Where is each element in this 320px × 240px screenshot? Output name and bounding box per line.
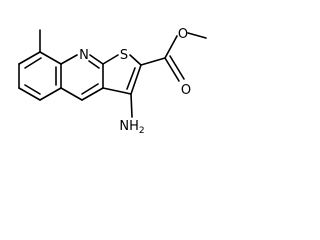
bond-c4-c4a	[60, 87, 83, 101]
bonds	[18, 29, 207, 118]
atom-labels: N S O O NH2	[79, 27, 191, 136]
bond-n-c9a	[89, 54, 104, 65]
bond-carbonyl-double-b	[169, 55, 185, 80]
bond-c6-c5-inner	[24, 84, 41, 95]
bond-ccarbonyl-o	[164, 35, 178, 59]
bond-c3-c3a	[102, 87, 132, 95]
bond-c8-c8a	[39, 51, 62, 65]
atom-amine-nitrogen: NH2	[119, 119, 144, 136]
bond-s-c2	[129, 54, 142, 66]
amine-n-text: NH	[119, 119, 139, 134]
bond-c6-c5	[18, 87, 41, 101]
bond-n-c9a-inner	[88, 60, 100, 69]
bond-c8a-n	[60, 54, 78, 65]
amine-subscript: 2	[139, 126, 145, 136]
bond-c2-c3	[130, 64, 142, 95]
bond-c3-nh2	[130, 93, 133, 118]
bond-c9a-s	[102, 54, 119, 65]
chemical-structure: N S O O NH2	[18, 27, 207, 136]
bond-c5-c4a	[39, 87, 62, 101]
bond-carbonyl-double-a	[164, 57, 180, 82]
bond-c2-ccarbonyl	[140, 57, 166, 66]
bond-c2-c3-inner	[126, 67, 136, 90]
atom-sulfur: S	[120, 48, 128, 63]
bond-c3a-c4	[81, 87, 104, 101]
bond-c3a-c4-inner	[81, 83, 99, 95]
bond-o-methyl	[187, 32, 207, 39]
atom-nitrogen-ring: N	[79, 48, 89, 63]
bond-c7-c7-inner	[24, 57, 42, 69]
bond-c8-c7	[18, 51, 41, 65]
atom-ester-oxygen: O	[178, 27, 188, 42]
atom-carbonyl-oxygen: O	[181, 83, 191, 98]
